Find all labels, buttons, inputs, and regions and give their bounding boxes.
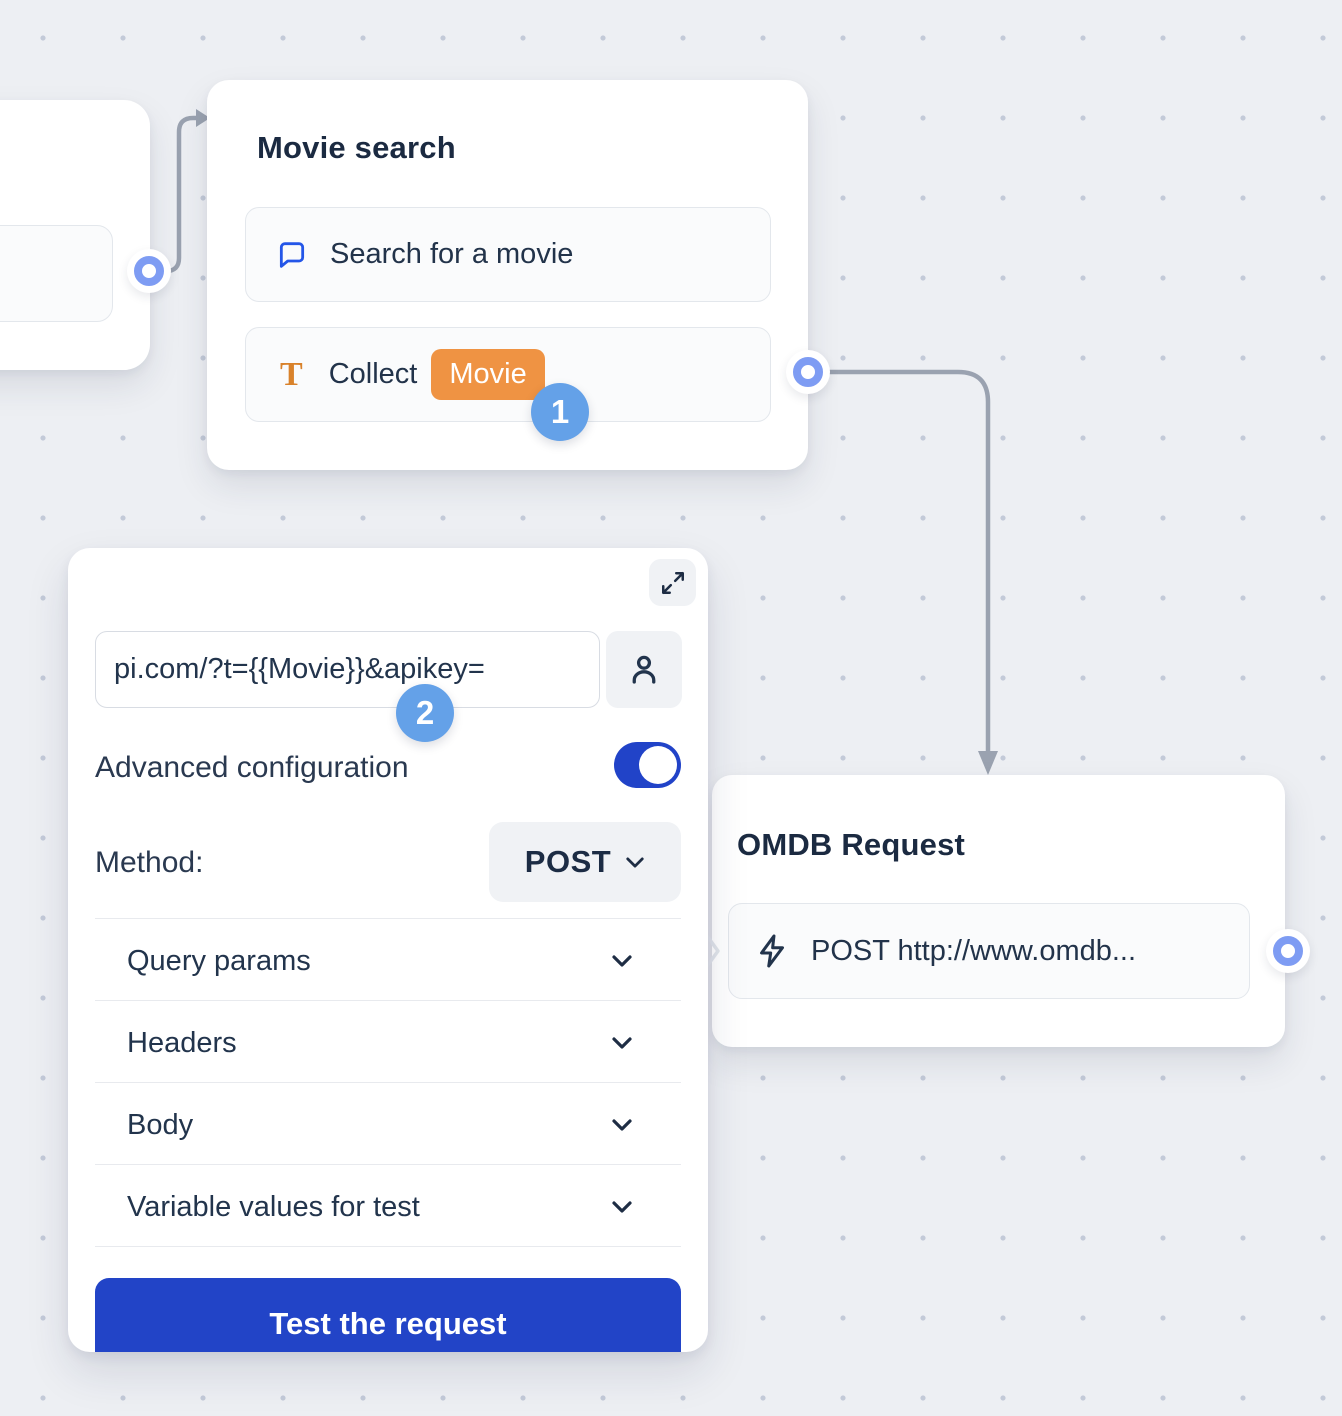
port-dot-icon (793, 357, 823, 387)
connector-arrowhead (978, 751, 998, 775)
variable-insert-button[interactable] (606, 631, 682, 708)
node-row-label: POST http://www.omdb... (811, 934, 1137, 967)
omdb-request-node[interactable]: OMDB Request POST http://www.omdb... (712, 775, 1285, 1047)
chevron-down-icon (611, 1200, 681, 1214)
webhook-config-panel[interactable]: Advanced configuration Method: POST Quer… (68, 548, 708, 1352)
chevron-down-icon (625, 856, 645, 869)
method-dropdown[interactable]: POST (489, 822, 681, 902)
divider (95, 1246, 681, 1247)
chevron-down-icon (611, 1118, 681, 1132)
toggle-knob (639, 746, 677, 784)
node-row-collect-movie[interactable]: T Collect Movie (245, 327, 771, 422)
node-row-label: Search for a movie (330, 238, 574, 270)
section-label: Body (127, 1108, 194, 1141)
text-icon: T (280, 355, 303, 393)
movie-search-node[interactable]: Movie search Search for a movie T Collec… (207, 80, 808, 470)
method-value: POST (524, 844, 612, 879)
section-label: Variable values for test (127, 1190, 420, 1223)
variable-badge[interactable]: Movie (431, 349, 545, 400)
method-label: Method: (95, 846, 204, 879)
advanced-config-label: Advanced configuration (95, 751, 409, 784)
section-label: Headers (127, 1026, 237, 1059)
section-query-params[interactable]: Query params (95, 920, 681, 1002)
node-title: Movie search (257, 130, 456, 165)
divider (95, 1164, 681, 1165)
output-port[interactable] (1266, 929, 1310, 973)
section-body[interactable]: Body (95, 1084, 681, 1166)
test-request-button[interactable]: Test the request (95, 1278, 681, 1352)
advanced-config-toggle[interactable] (614, 742, 681, 788)
node-title: OMDB Request (737, 827, 966, 862)
port-dot-icon (1273, 936, 1303, 966)
expand-icon (660, 570, 686, 596)
node-row-omdb-post[interactable]: POST http://www.omdb... (728, 903, 1250, 999)
step-badge-1: 1 (531, 383, 589, 441)
partial-node-card[interactable] (0, 100, 150, 370)
connector-line (149, 115, 200, 274)
connector-line (819, 369, 991, 755)
chat-bubble-icon (276, 239, 308, 271)
partial-node-row[interactable] (0, 225, 113, 322)
divider (95, 1082, 681, 1083)
node-row-search-for-movie[interactable]: Search for a movie (245, 207, 771, 302)
divider (95, 918, 681, 919)
expand-button[interactable] (649, 559, 696, 606)
section-label: Query params (127, 944, 311, 977)
port-dot-icon (134, 256, 164, 286)
url-input[interactable] (95, 631, 600, 708)
lightning-icon (757, 934, 787, 968)
chevron-down-icon (611, 954, 681, 968)
section-headers[interactable]: Headers (95, 1002, 681, 1084)
section-variable-values[interactable]: Variable values for test (95, 1166, 681, 1248)
node-row-label: Collect Movie (329, 349, 545, 400)
output-port[interactable] (127, 249, 171, 293)
output-port[interactable] (786, 350, 830, 394)
step-badge-2: 2 (396, 684, 454, 742)
chevron-down-icon (611, 1036, 681, 1050)
user-icon (626, 652, 662, 688)
divider (95, 1000, 681, 1001)
